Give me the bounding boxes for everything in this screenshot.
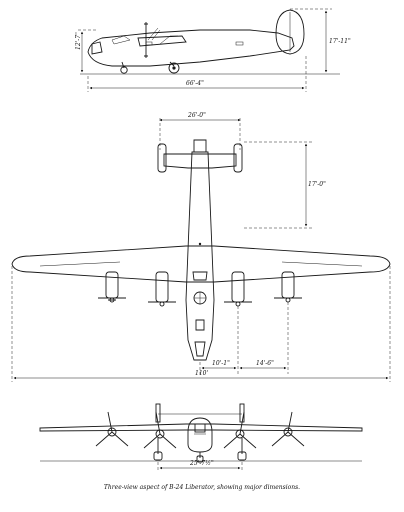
side-fin [275, 9, 305, 55]
wingspan-label: 110' [195, 370, 208, 377]
engine-spacing-outer-label: 14'-6" [256, 360, 274, 367]
side-view: 17'-11" 12'-7" 66'-4" [75, 8, 351, 92]
top-view: 26'-0" 17'-0" [11, 112, 391, 382]
side-propeller [144, 22, 148, 58]
top-tail-turret [193, 139, 207, 153]
side-window [145, 41, 153, 46]
side-prop-blade [147, 27, 161, 41]
front-engine-4 [271, 411, 305, 447]
top-cockpit [192, 271, 208, 281]
side-length-label: 66'-4" [186, 80, 204, 87]
front-engine-2 [143, 411, 177, 449]
front-fuselage [187, 417, 213, 453]
side-height-label: 17'-11" [329, 38, 351, 45]
side-strut [159, 35, 178, 45]
track-label: 25'-7½" [189, 460, 214, 467]
front-nose-turret [194, 423, 206, 433]
front-wing [39, 423, 363, 432]
caption: Three-view aspect of B-24 Liberator, sho… [104, 484, 300, 491]
top-fin-right [233, 143, 243, 173]
top-wing [11, 245, 391, 283]
side-nacelle [137, 35, 187, 47]
top-stabilizer [163, 153, 237, 169]
top-engine-1 [105, 271, 119, 299]
top-wing-flap-line [39, 261, 363, 267]
top-fin-left [157, 143, 167, 173]
side-nose-wheel [120, 66, 128, 74]
front-engine-1 [95, 411, 129, 447]
top-nose [194, 341, 206, 357]
side-main-wheel [168, 62, 180, 74]
front-engine-3 [223, 411, 257, 449]
side-window [235, 41, 244, 46]
tail-span-label: 26'-0" [187, 112, 206, 119]
top-engine-2 [155, 271, 169, 303]
side-cockpit [111, 35, 131, 45]
side-nose-turret [91, 41, 103, 55]
engine-spacing-inner-label: 10'-1" [212, 360, 230, 367]
tail-length-label: 17'-0" [308, 181, 326, 188]
top-engine-4 [281, 271, 295, 299]
top-engine-3 [231, 271, 245, 303]
top-engines [98, 271, 302, 307]
top-bomb-bay [195, 319, 205, 331]
side-fuselage [87, 29, 295, 67]
front-view: 25'-7½" [39, 403, 363, 472]
top-fuselage [185, 151, 215, 361]
side-main-gear [169, 61, 175, 67]
side-fuselage-height-label: 12'-7" [75, 32, 82, 50]
